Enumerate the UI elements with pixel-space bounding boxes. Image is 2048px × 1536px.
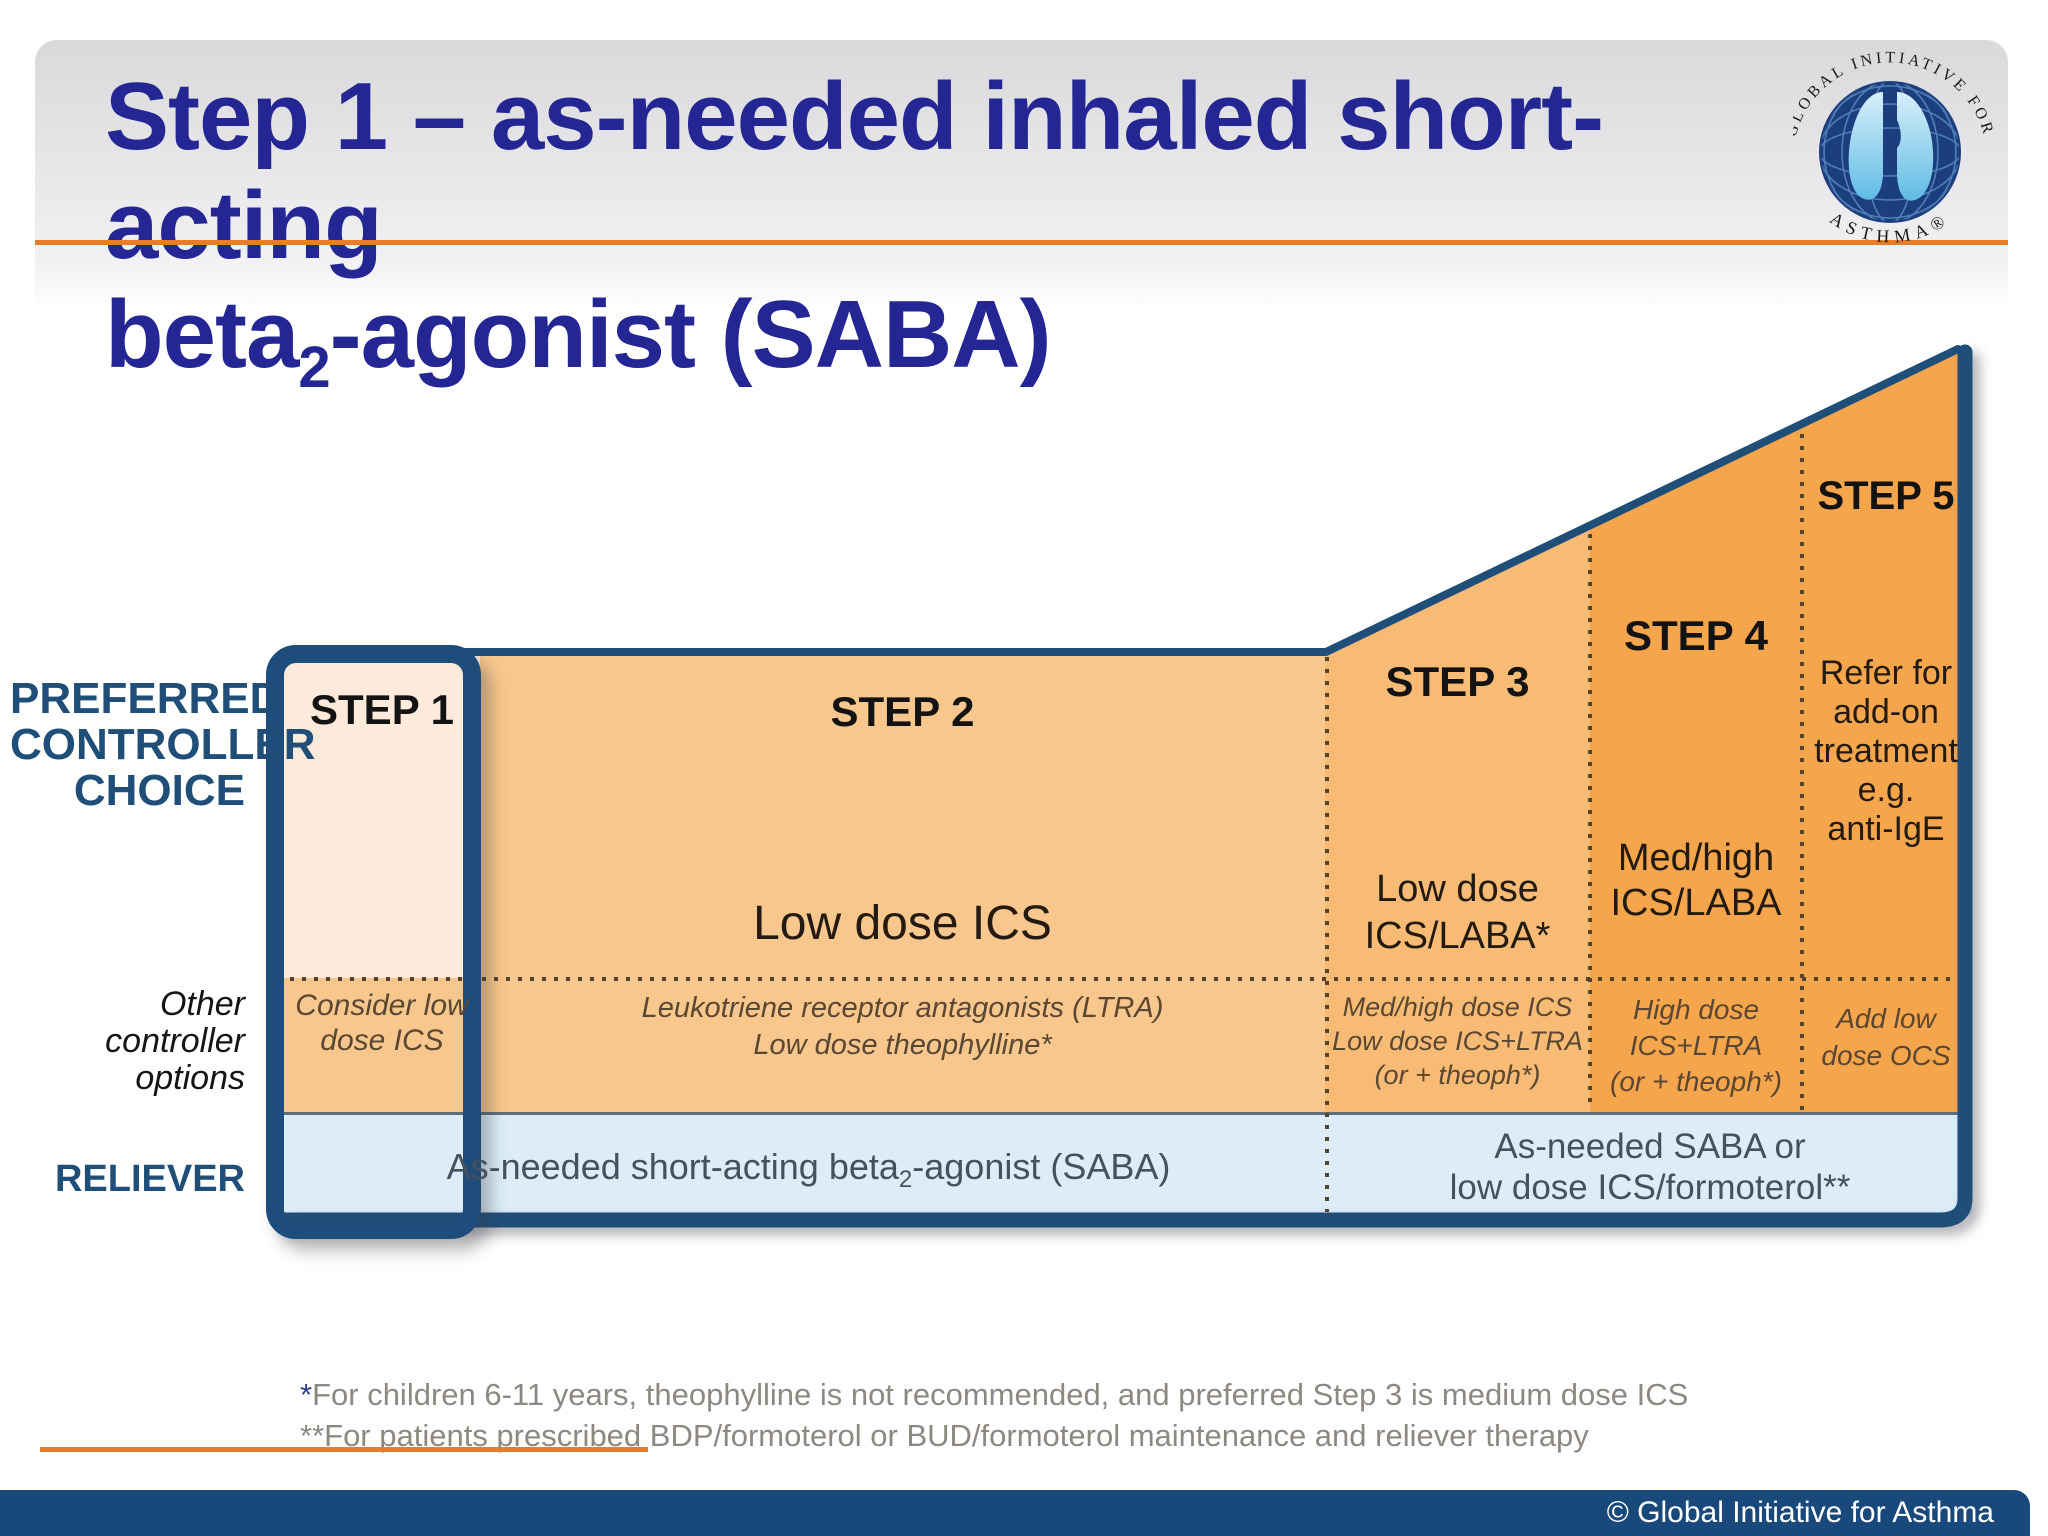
- copyright-text: © Global Initiative for Asthma: [1606, 1496, 1994, 1529]
- row-label-other-options: Other controller options: [105, 985, 245, 1097]
- step1-highlight-box: [266, 645, 481, 1239]
- step3-preferred: Low dose ICS/LABA*: [1364, 868, 1551, 957]
- gina-logo: GLOBAL INITIATIVE FOR ASTHMA®: [1793, 49, 1994, 246]
- lungs-icon: [1848, 92, 1934, 201]
- step4-label: STEP 4: [1624, 612, 1768, 659]
- step3-label: STEP 3: [1385, 658, 1530, 705]
- row-label-preferred-controller: PREFERRED CONTROLLER CHOICE: [10, 674, 316, 815]
- step2-other-options: Leukotriene receptor antagonists (LTRA) …: [641, 992, 1164, 1061]
- footnotes: *For children 6-11 years, theophylline i…: [300, 1374, 1840, 1456]
- step4-other-options: High dose ICS+LTRA (or + theoph*): [1610, 994, 1782, 1097]
- footnote-1: *For children 6-11 years, theophylline i…: [300, 1377, 1689, 1412]
- row-label-reliever: RELIEVER: [54, 1158, 245, 1200]
- page-title-line2: beta2-agonist (SABA): [105, 281, 1052, 401]
- footnote-asterisk: *: [300, 1377, 313, 1412]
- header-card: [35, 40, 2008, 305]
- step2-label: STEP 2: [830, 688, 975, 735]
- subscript-2: 2: [298, 335, 330, 401]
- step1-label: STEP 1: [310, 686, 454, 733]
- step3-other-options: Med/high dose ICS Low dose ICS+LTRA (or …: [1332, 992, 1583, 1090]
- subscript-2: 2: [898, 1166, 913, 1194]
- footer-bar: © Global Initiative for Asthma: [0, 1490, 2030, 1536]
- reliever-left-text: As-needed short-acting beta2-agonist (SA…: [446, 1146, 1171, 1194]
- step1-other-options: Consider low dose ICS: [295, 989, 469, 1057]
- bottom-divider: [40, 1447, 648, 1452]
- reliever-right-text: As-needed SABA or low dose ICS/formotero…: [1449, 1127, 1851, 1207]
- step2-preferred: Low dose ICS: [753, 897, 1052, 950]
- step4-preferred: Med/high ICS/LABA: [1610, 837, 1782, 924]
- globe-circle: [1819, 81, 1961, 223]
- step5-preferred: Refer for add-on treatment e.g. anti-IgE: [1814, 654, 1958, 848]
- header-divider: [35, 240, 2008, 245]
- page-title-line1: Step 1 – as-needed inhaled short-acting: [105, 63, 1604, 279]
- step5-label: STEP 5: [1817, 474, 1955, 518]
- step5-other-options: Add low dose OCS: [1821, 1003, 1951, 1071]
- page-title: Step 1 – as-needed inhaled short-acting …: [105, 62, 1665, 401]
